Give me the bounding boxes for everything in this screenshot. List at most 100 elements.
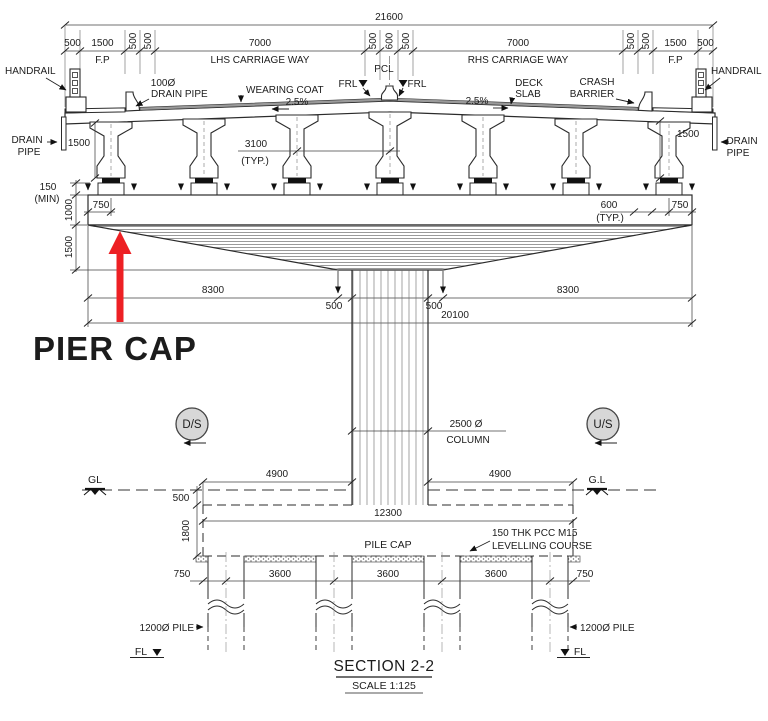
cap-depth-rect-dim: 1000 xyxy=(64,198,75,221)
frl-level-marker-right xyxy=(398,80,408,87)
dim-seg-9: 500 xyxy=(626,32,637,49)
bearing-pedestal xyxy=(274,178,320,195)
slope-label-right: 2.5% xyxy=(466,96,489,107)
bearing-pedestal xyxy=(553,178,599,195)
pile-spacing-3: 3600 xyxy=(485,569,508,580)
column-word-label: COLUMN xyxy=(446,435,489,446)
handrail-leader-left xyxy=(45,77,67,91)
handrail-base-block xyxy=(65,96,87,113)
upstream-marker: U/S xyxy=(586,407,620,446)
ground-symbol-right xyxy=(584,487,610,497)
handrail-opening xyxy=(72,88,78,94)
handrail-base-block xyxy=(691,96,713,113)
gl-offset-dim: 500 xyxy=(173,493,190,504)
deck-slab-label-1: DECK xyxy=(515,78,543,89)
drain-side-label-right-2: PIPE xyxy=(727,148,750,159)
dim-seg-6: 600 xyxy=(385,32,396,49)
pilecap-label: PILE CAP xyxy=(364,539,411,551)
dim-seg-2: 500 xyxy=(128,32,139,49)
girder xyxy=(182,118,226,179)
dimension-lines xyxy=(65,24,713,52)
deck-slab-leader xyxy=(509,97,516,105)
cap-total-dim: 20100 xyxy=(441,310,469,321)
slope-label-left: 2.5% xyxy=(286,97,309,108)
gl-label-right: G.L xyxy=(589,474,606,486)
dim-seg-12: 500 xyxy=(697,38,714,49)
girder-spacing-typ: (TYP.) xyxy=(241,156,269,167)
column-hatch xyxy=(352,270,428,505)
dim-seg-11: 1500 xyxy=(664,38,687,49)
ds-circle xyxy=(175,407,209,441)
crash-barrier-leader xyxy=(615,98,635,105)
levelling-course xyxy=(567,555,581,563)
fl-level-marker-right xyxy=(560,649,570,656)
cap-depth-taper-dim: 1500 xyxy=(64,235,75,258)
dim-seg-5: 500 xyxy=(368,32,379,49)
handrail-leader-right xyxy=(704,77,721,91)
drain-pipe-top-leader xyxy=(135,98,150,107)
pile-edge-left: 750 xyxy=(174,569,191,580)
pile-cap-outline xyxy=(202,504,574,557)
callout-label: PIER CAP xyxy=(33,330,197,367)
downstream-marker: D/S xyxy=(175,407,209,446)
handrail-opening xyxy=(698,88,704,94)
handrail-opening xyxy=(698,80,704,86)
founding-level-right: FL xyxy=(557,646,590,658)
pilecap-half-right: 4900 xyxy=(489,469,512,480)
pier-cap-taper-hatch xyxy=(89,226,691,269)
deck-slab-label-2: SLAB xyxy=(515,89,541,100)
footpath-label-right: F.P xyxy=(668,55,683,66)
pilecap-depth-dim: 1800 xyxy=(181,519,192,542)
deck-annotations: HANDRAIL HANDRAIL 100Ø DRAIN PIPE WEARIN… xyxy=(5,66,762,159)
crash-barrier-label-1: CRASH xyxy=(579,77,614,88)
drain-pipe-top-label: DRAIN PIPE xyxy=(151,89,208,100)
deck-superstructure: HANDRAIL HANDRAIL 100Ø DRAIN PIPE WEARIN… xyxy=(5,66,762,159)
girder xyxy=(275,114,319,179)
footpath-label-left: F.P xyxy=(95,55,110,66)
drain-side-label-right-1: DRAIN xyxy=(726,136,757,147)
handrail-opening xyxy=(698,72,704,78)
fl-label-left: FL xyxy=(135,646,147,658)
bearing-pedestal xyxy=(181,178,227,195)
seating-dim: 150 xyxy=(40,182,57,193)
fl-label-right: FL xyxy=(574,646,586,658)
cap-edge-left: 750 xyxy=(93,200,110,211)
wearing-coat-label: WEARING COAT xyxy=(246,85,324,96)
pcl-label: PCL xyxy=(374,64,394,75)
dim-seg-1: 1500 xyxy=(91,38,114,49)
dim-seg-7: 500 xyxy=(401,32,412,49)
crash-barrier-left xyxy=(125,91,141,112)
levelling-course xyxy=(195,555,209,563)
pile-edge-right: 750 xyxy=(577,569,594,580)
crash-barrier-label-2: BARRIER xyxy=(570,89,614,100)
pile xyxy=(531,551,569,653)
ground-symbol-left xyxy=(82,487,108,497)
foundation: GL G.L 4900 4900 500 1800 12300 PILE CAP… xyxy=(82,469,658,658)
pile-label-left: 1200Ø PILE xyxy=(140,623,195,634)
frl-leader-right xyxy=(398,87,405,97)
cap-half-right: 8300 xyxy=(557,285,580,296)
pier-cap: 150 (MIN) 750 600 (TYP.) 750 1000 1500 8… xyxy=(33,179,697,367)
pcc-label-2: LEVELLING COURSE xyxy=(492,541,592,552)
bearing-pedestal xyxy=(646,178,692,195)
founding-level-left: FL xyxy=(130,646,164,658)
section-title: SECTION 2-2 xyxy=(333,658,434,675)
bearing-pedestal xyxy=(367,178,413,195)
seating-min: (MIN) xyxy=(35,194,60,205)
us-label: U/S xyxy=(593,419,613,431)
girder xyxy=(461,114,505,179)
pedestal-typ: (TYP.) xyxy=(596,213,624,224)
pile xyxy=(315,551,353,653)
drain-pipe-left xyxy=(61,116,67,151)
col-offset-right: 500 xyxy=(426,301,443,312)
pcc-label-1: 150 THK PCC M15 xyxy=(492,528,578,539)
cap-half-left: 8300 xyxy=(202,285,225,296)
foundation-dim-lines xyxy=(190,481,590,582)
dim-seg-4: 7000 xyxy=(249,38,272,49)
drain-pipe-right xyxy=(712,116,718,151)
cap-edge-right: 750 xyxy=(672,200,689,211)
fl-level-marker-left xyxy=(152,649,162,656)
dim-overall-width: 21600 xyxy=(375,12,403,23)
frl-label-right: FRL xyxy=(408,79,427,90)
